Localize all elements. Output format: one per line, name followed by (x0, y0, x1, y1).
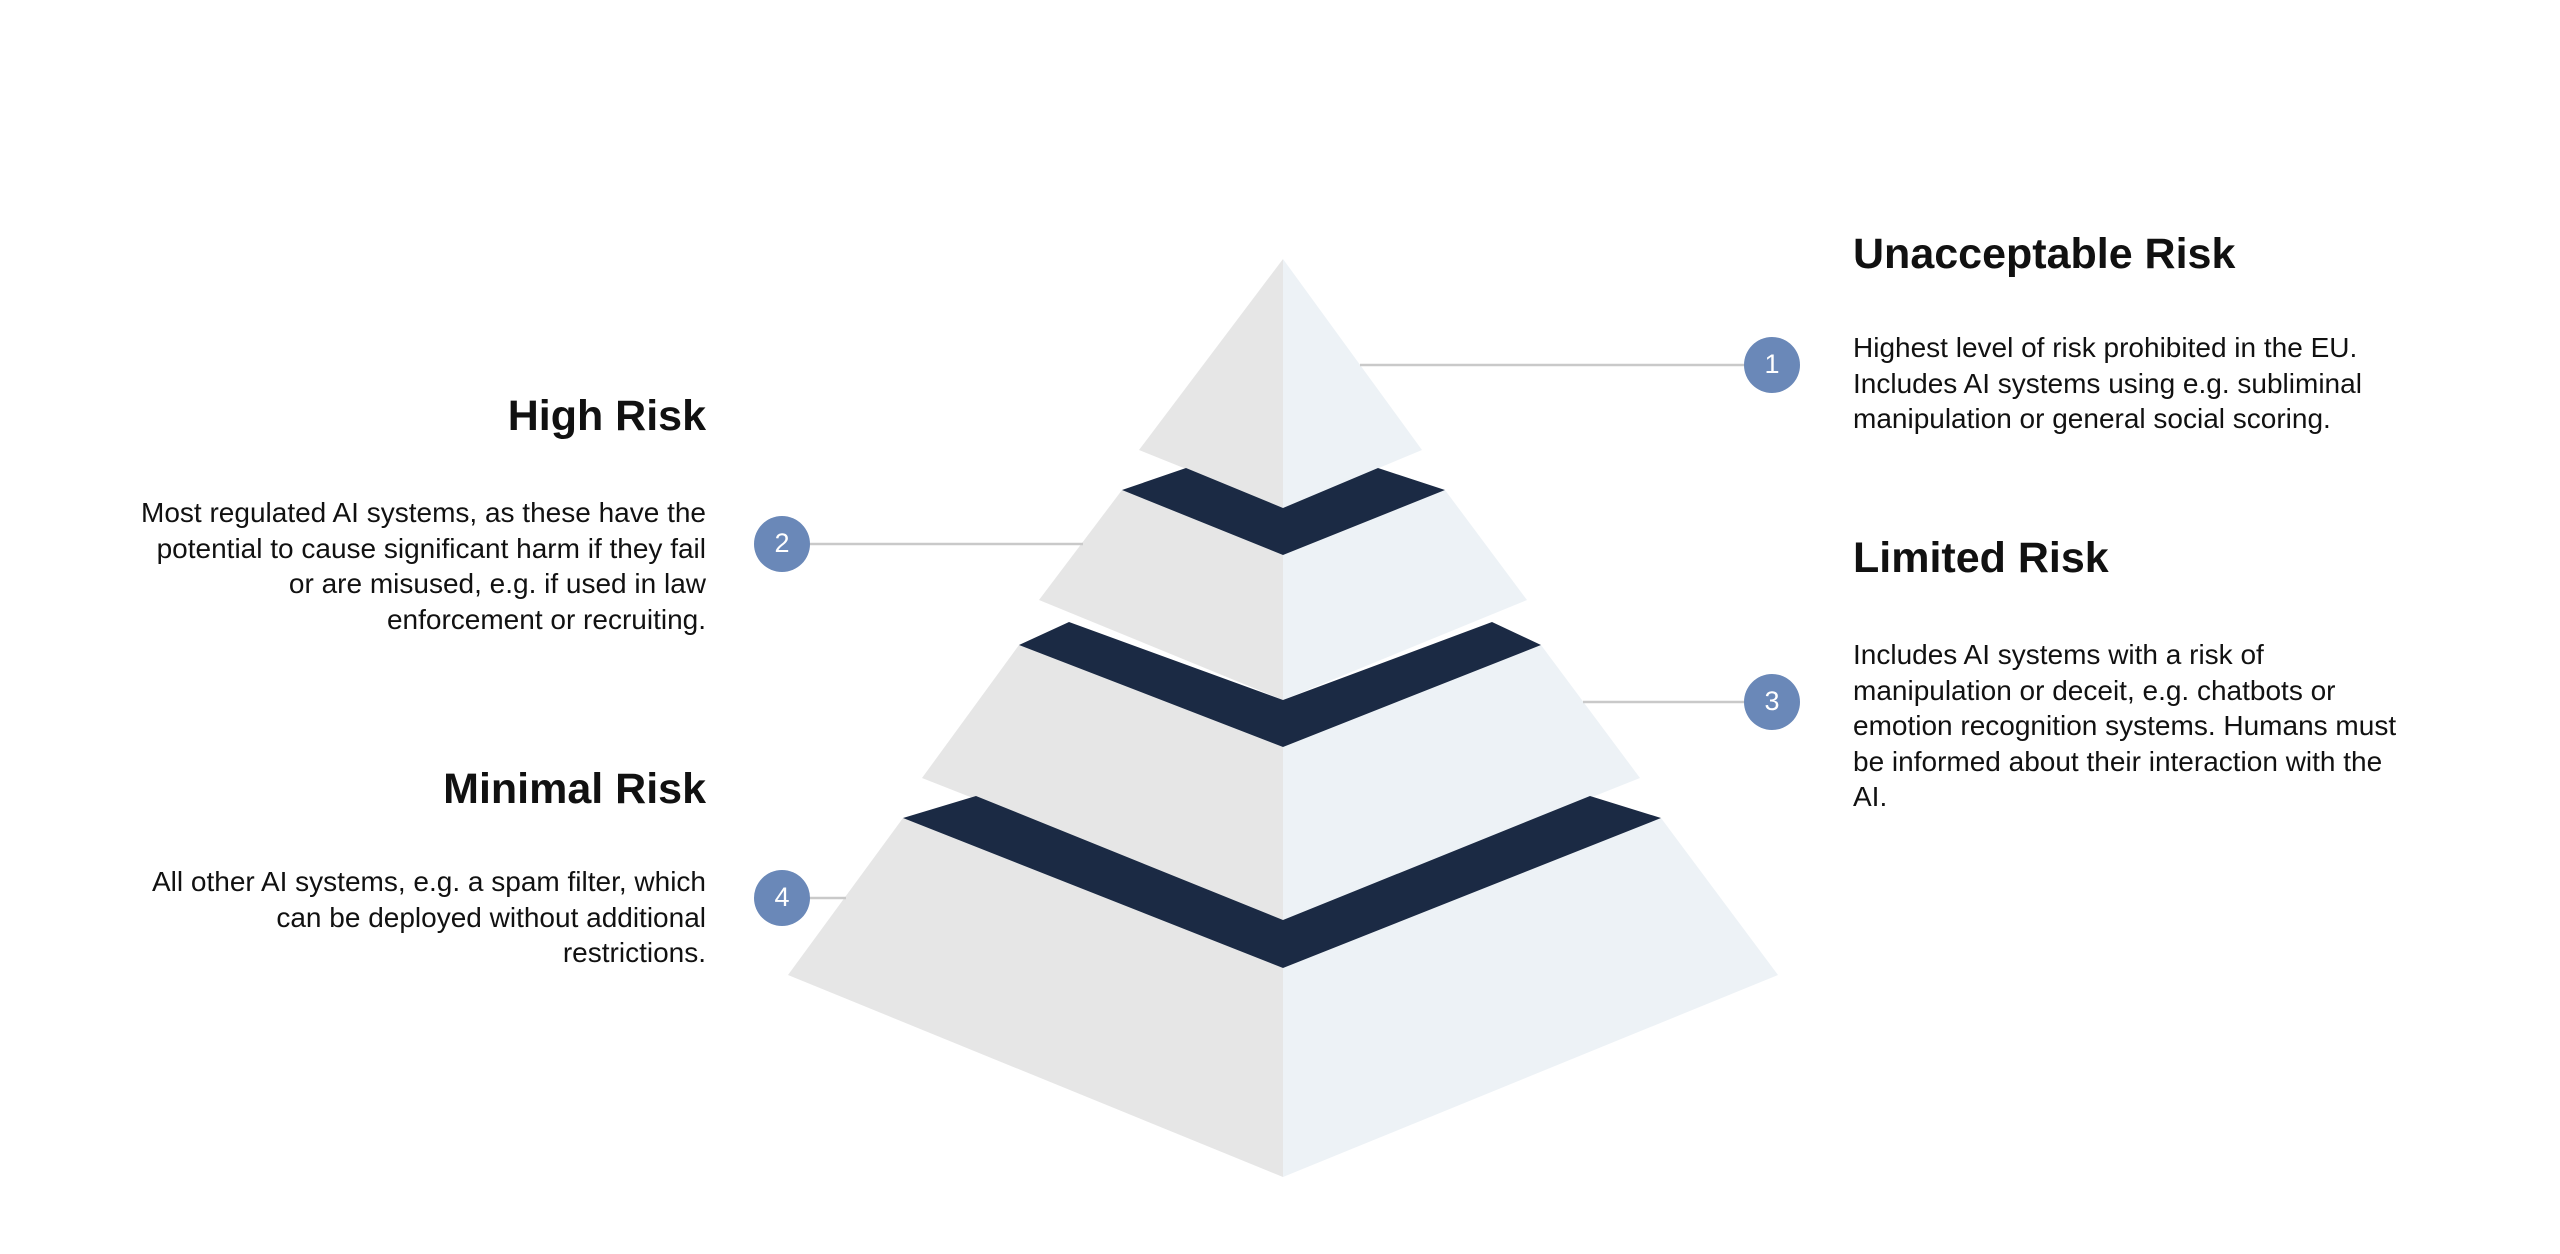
level-description: All other AI systems, e.g. a spam filter… (152, 866, 706, 968)
number-badge-3: 3 (1744, 674, 1800, 730)
badge-circle (754, 870, 810, 926)
pyramid-band-1 (1122, 468, 1445, 555)
badge-number: 3 (1764, 686, 1779, 716)
level-description: Highest level of risk prohibited in the … (1853, 332, 2362, 434)
level-unacceptable-risk: Unacceptable Risk Highest level of risk … (1853, 228, 2413, 437)
badge-circle (754, 516, 810, 572)
level-title: Minimal Risk (443, 765, 706, 813)
pyramid-tier-2-left-face (1039, 490, 1283, 700)
pyramid (788, 259, 1778, 1177)
pyramid-tier-1-right-face (1283, 259, 1422, 508)
number-badges: 1 2 3 4 (754, 337, 1800, 926)
pyramid-tier-3-right-face (1283, 645, 1640, 920)
number-badge-1: 1 (1744, 337, 1800, 393)
pyramid-tier-2-right-face (1283, 490, 1527, 700)
level-description: Most regulated AI systems, as these have… (141, 497, 706, 635)
badge-number: 2 (774, 528, 789, 558)
level-title: High Risk (507, 392, 706, 440)
number-badge-2: 2 (754, 516, 810, 572)
level-title: Unacceptable Risk (1853, 230, 2236, 278)
level-description: Includes AI systems with a risk of manip… (1853, 639, 2397, 812)
pyramid-band-3 (903, 796, 1661, 968)
leader-lines (782, 363, 1772, 900)
level-title: Limited Risk (1853, 534, 2109, 582)
pyramid-tier-1-left-face (1139, 259, 1283, 508)
badge-number: 1 (1764, 349, 1779, 379)
badge-circle (1744, 674, 1800, 730)
badge-number: 4 (774, 882, 789, 912)
pyramid-tier-4-right-face (1283, 818, 1778, 1177)
pyramid-band-2 (1019, 622, 1541, 747)
level-minimal-risk: Minimal Risk All other AI systems, e.g. … (140, 763, 706, 971)
badge-circle (1744, 337, 1800, 393)
pyramid-tier-3-left-face (922, 645, 1283, 920)
pyramid-tier-4-left-face (788, 818, 1283, 1177)
level-high-risk: High Risk Most regulated AI systems, as … (140, 390, 706, 637)
level-limited-risk: Limited Risk Includes AI systems with a … (1853, 532, 2413, 815)
number-badge-4: 4 (754, 870, 810, 926)
